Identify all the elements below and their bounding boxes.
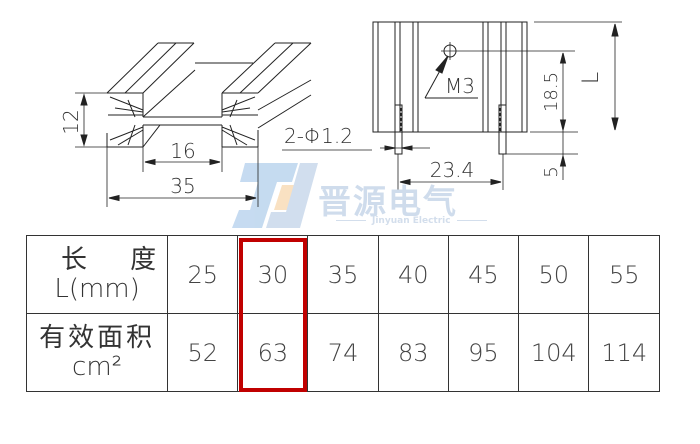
table-cell: 55 xyxy=(588,235,660,314)
height-dimension: 12 xyxy=(59,109,83,134)
pin-diameter-label: 2-Φ1.2 xyxy=(284,124,353,148)
table-cell: 25 xyxy=(167,235,239,314)
hole-height-dimension: 18.5 xyxy=(541,72,562,112)
table-cell: 63 xyxy=(237,313,309,392)
table-cell: 30 xyxy=(237,235,309,314)
header-cn: 有效面积 xyxy=(39,322,156,353)
pin-length-dimension: 5 xyxy=(541,166,562,177)
length-dimension: L xyxy=(579,72,604,84)
header-cn-right: 度 xyxy=(130,244,160,275)
table-cell: 83 xyxy=(377,313,449,392)
header-cn-left: 长 xyxy=(61,244,91,275)
thread-label: M3 xyxy=(445,74,475,98)
table-cell: 114 xyxy=(588,313,660,392)
row-header-area: 有效面积 cm² xyxy=(25,313,169,392)
total-width-dimension: 35 xyxy=(170,174,195,198)
row-header-length: 长 度 L(mm) xyxy=(25,235,169,314)
side-view xyxy=(282,21,622,190)
watermark-brand-en: Jinyuan Electric xyxy=(330,216,493,226)
spec-table: 长 度 L(mm) 25 30 35 40 45 50 55 有效面积 cm² 5… xyxy=(25,235,660,392)
table-cell: 74 xyxy=(307,313,379,392)
table-cell: 52 xyxy=(167,313,239,392)
inner-width-dimension: 16 xyxy=(170,139,195,163)
jinyuan-logo xyxy=(232,163,318,228)
table-cell: 35 xyxy=(307,235,379,314)
table-cell: 104 xyxy=(517,313,590,392)
header-unit: L(mm) xyxy=(54,273,140,304)
cross-section-view xyxy=(75,42,312,207)
header-unit: cm² xyxy=(72,351,123,382)
watermark-brand-cn: 晋源电气 xyxy=(318,182,458,221)
pin-spacing-dimension: 23.4 xyxy=(430,158,475,182)
highlight-box xyxy=(239,238,307,392)
table-cell: 95 xyxy=(447,313,520,392)
table-row-area: 有效面积 cm² 52 63 74 83 95 104 114 xyxy=(25,313,660,392)
table-cell: 50 xyxy=(517,235,590,314)
table-cell: 45 xyxy=(447,235,520,314)
table-row-length: 长 度 L(mm) 25 30 35 40 45 50 55 xyxy=(25,235,660,314)
table-cell: 40 xyxy=(377,235,449,314)
